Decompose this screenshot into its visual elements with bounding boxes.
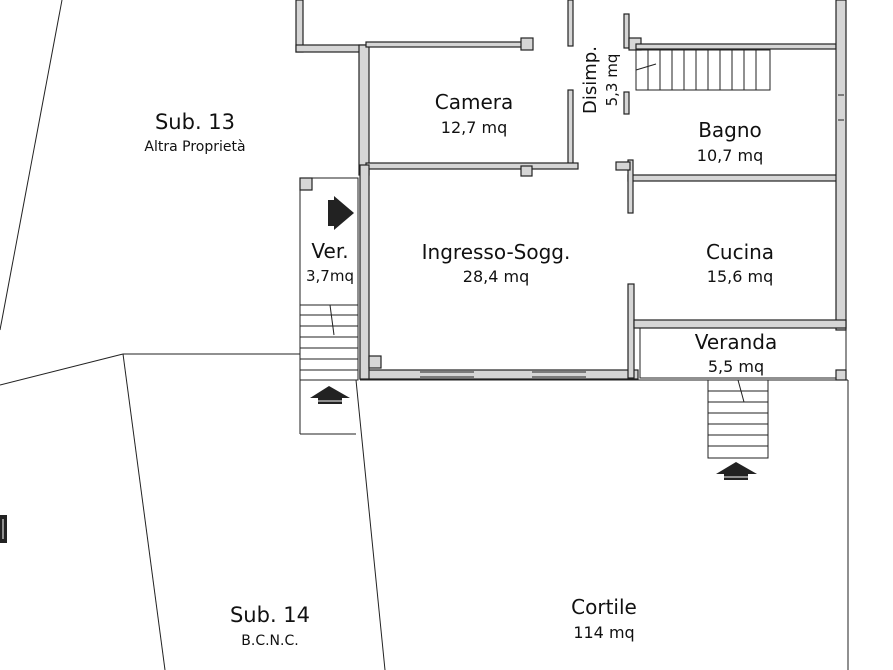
sub14-note: B.C.N.C. — [241, 633, 298, 649]
room-ingresso-name: Ingresso-Sogg. — [422, 240, 571, 264]
room-disimp-name: Disimp. — [580, 46, 601, 114]
room-veranda-area: 5,5 mq — [708, 357, 764, 376]
sub14-name: Sub. 14 — [230, 603, 310, 627]
room-veranda-name: Veranda — [695, 330, 778, 354]
staircase-veranda — [707, 379, 769, 459]
room-bagno-area: 10,7 mq — [697, 146, 763, 165]
entrance-arrow-icon — [310, 386, 350, 404]
room-bagno-name: Bagno — [698, 118, 762, 142]
room-cucina-name: Cucina — [706, 240, 774, 264]
room-disimp-area: 5,3 mq — [603, 54, 621, 107]
room-cucina-area: 15,6 mq — [707, 267, 773, 286]
sub13-note: Altra Proprietà — [144, 139, 245, 155]
building-walls — [295, 0, 847, 381]
entrance-arrow-icon — [328, 196, 354, 230]
room-ingresso-area: 28,4 mq — [463, 267, 529, 286]
entrance-arrow-icon — [716, 462, 757, 480]
room-cortile-area: 114 mq — [573, 623, 634, 642]
room-camera-area: 12,7 mq — [441, 118, 507, 137]
room-ver-area: 3,7mq — [306, 267, 354, 285]
sub13-name: Sub. 13 — [155, 110, 235, 134]
room-camera-name: Camera — [435, 90, 514, 114]
staircase-left — [299, 304, 359, 381]
staircase-top — [635, 49, 771, 91]
room-cortile-name: Cortile — [571, 595, 637, 619]
cut-off-arrow-icon — [0, 515, 7, 543]
room-ver-name: Ver. — [311, 239, 348, 263]
